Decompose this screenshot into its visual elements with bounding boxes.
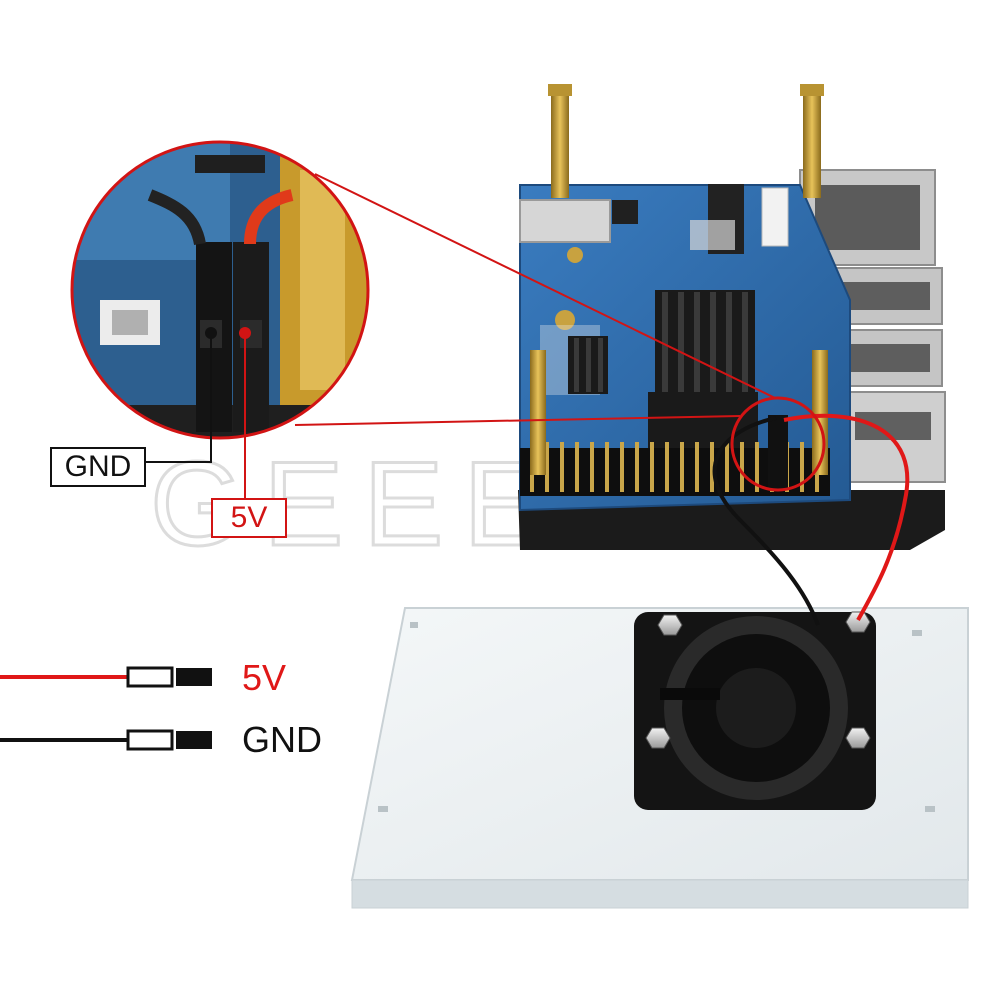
callout-line	[314, 173, 776, 399]
legend-5v-wire	[0, 666, 212, 688]
cooling-fan	[634, 611, 876, 810]
legend-gnd-text: GND	[242, 719, 322, 760]
red-wire	[783, 413, 910, 621]
zoom-magnifier	[70, 140, 370, 440]
5v-label: 5V	[211, 498, 287, 538]
black-wire	[712, 416, 820, 626]
callout-line	[294, 415, 741, 426]
fan-screw	[645, 611, 871, 749]
callout-target-circle	[730, 396, 826, 492]
gnd-label: GND	[50, 447, 146, 487]
gnd-leader-line	[146, 333, 212, 463]
brass-standoffs	[530, 84, 828, 475]
legend-gnd-wire	[0, 729, 212, 751]
fan-connector	[768, 415, 788, 490]
legend-5v-text: 5V	[242, 657, 287, 698]
